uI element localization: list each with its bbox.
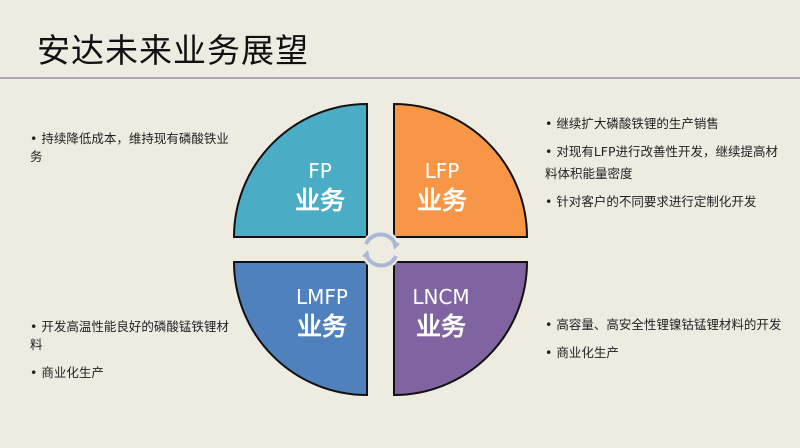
notes-lmfp: • 开发高温性能良好的磷酸锰铁锂材料 • 商业化生产 [30, 319, 229, 380]
quadrant-label-lncm: LNCM 业务 [412, 285, 470, 341]
title-divider [0, 77, 800, 79]
cycle-arrows-icon [361, 230, 401, 270]
notes-lncm: • 高容量、高安全性锂镍钴锰锂材料的开发 • 商业化生产 [545, 317, 782, 360]
notes-fp: • 持续降低成本，维持现有磷酸铁业务 [30, 131, 229, 164]
page-title: 安达未来业务展望 [37, 31, 309, 70]
quadrant-label-lfp: LFP 业务 [416, 159, 467, 215]
quadrant-lfp [393, 102, 529, 238]
quadrant-lmfp [232, 261, 368, 397]
quadrant-label-lmfp: LMFP 业务 [296, 285, 348, 341]
quadrant-label-fp: FP 业务 [294, 159, 345, 215]
notes-lfp: • 继续扩大磷酸铁锂的生产销售 • 对现有LFP进行改善性开发，继续提高材料体积… [545, 116, 779, 209]
quadrant-lncm [393, 261, 529, 397]
quadrant-fp [232, 102, 368, 238]
